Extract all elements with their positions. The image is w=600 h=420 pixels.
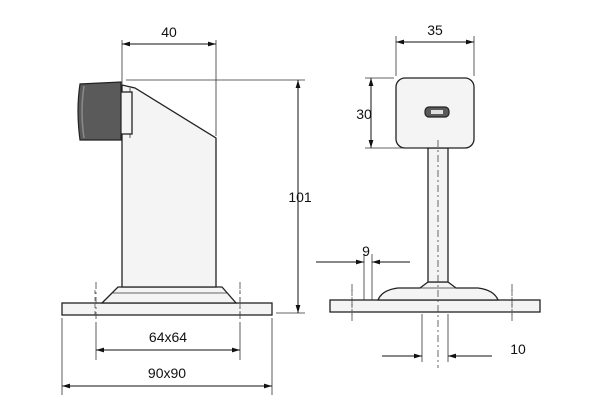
dim-label-post-diameter: 9 xyxy=(362,243,370,259)
side-rubber-bumper xyxy=(77,81,122,141)
side-body xyxy=(121,84,217,288)
dim-label-top-width: 40 xyxy=(161,24,177,40)
side-bumper-highlight xyxy=(81,85,85,139)
side-view xyxy=(61,81,273,322)
dim-label-height: 101 xyxy=(288,189,312,205)
side-base-plate xyxy=(61,302,273,316)
front-base-plate xyxy=(329,299,541,313)
side-bumper-clip xyxy=(119,91,133,135)
dim-label-hole-offset: 10 xyxy=(510,341,526,357)
dim-label-base-inner: 64x64 xyxy=(149,329,187,345)
front-view xyxy=(329,77,541,368)
dim-label-base-outer: 90x90 xyxy=(148,365,186,381)
side-base-boss xyxy=(100,286,238,304)
dim-label-head-width: 35 xyxy=(427,22,443,38)
dim-label-head-height: 30 xyxy=(356,106,372,122)
front-logo-highlight xyxy=(431,110,443,114)
